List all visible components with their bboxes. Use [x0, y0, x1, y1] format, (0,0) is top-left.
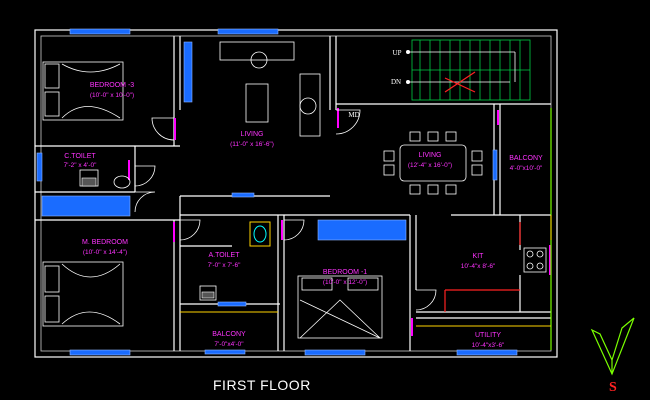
- room-name-atoilet: A.TOILET: [209, 252, 241, 259]
- room-size-living-mid: (12'-4" x 16'-0"): [408, 162, 452, 169]
- room-size-ctoilet: 7'-2" x 4'-0": [64, 162, 97, 169]
- room-size-mbedroom: (10'-0" x 14'-4"): [83, 249, 127, 256]
- room-size-living-top: (11'-0" x 16'-6"): [230, 141, 274, 148]
- room-size-bedroom3: (10'-0" x 10'-0"): [90, 92, 134, 99]
- staircase: [406, 39, 531, 101]
- room-size-bedroom1: (10'-0" x 12'-0"): [323, 279, 367, 286]
- room-name-ctoilet: C.TOILET: [64, 153, 96, 160]
- room-name-balcony-bottom: BALCONY: [212, 331, 246, 338]
- drawing-title: FIRST FLOOR: [213, 377, 311, 393]
- room-name-bedroom1: BEDROOM -1: [323, 269, 367, 276]
- room-name-bedroom3: BEDROOM -3: [90, 82, 134, 89]
- sill-lines: [180, 215, 552, 327]
- bed-icon: [41, 195, 131, 327]
- room-name-kit: KIT: [473, 253, 485, 260]
- interior-walls: [35, 36, 551, 351]
- windows: [36, 28, 518, 356]
- kitchen-counter: [444, 222, 521, 312]
- room-name-mbedroom: M. BEDROOM: [82, 239, 128, 246]
- stair-down-label: DN: [391, 78, 401, 86]
- room-name-living-top: LIVING: [241, 131, 264, 138]
- room-size-kit: 10'-4"x 8'-6": [461, 263, 496, 270]
- north-arrow-icon: [590, 317, 635, 376]
- compass-letter: S: [609, 380, 617, 395]
- room-labels: BEDROOM -3 (10'-0" x 10'-0") LIVING (11'…: [64, 82, 543, 349]
- stove-icon: [523, 247, 547, 273]
- room-name-balcony-right: BALCONY: [509, 155, 543, 162]
- room-size-utility: 10'-4"x3'-6": [472, 342, 505, 349]
- main-door-tag: MD: [348, 111, 359, 119]
- toilet-icon: [199, 221, 271, 301]
- door-swings: [134, 109, 437, 311]
- stair-up-label: UP: [393, 49, 402, 57]
- room-size-balcony-bottom: 7'-0"x4'-0": [214, 341, 244, 348]
- room-name-utility: UTILITY: [475, 332, 501, 339]
- room-size-balcony-right: 4'-0"x10'-0": [510, 165, 543, 172]
- door-jambs: [128, 108, 551, 336]
- bed-icon: [297, 219, 407, 339]
- dining-table-icon: [383, 131, 483, 195]
- room-size-atoilet: 7'-0" x 7'-6": [208, 262, 241, 269]
- outer-walls: [34, 29, 558, 358]
- toilet-icon: [79, 169, 131, 189]
- room-name-living-mid: LIVING: [419, 152, 442, 159]
- sofa-icon: [219, 41, 321, 137]
- bed-icon: [42, 61, 124, 121]
